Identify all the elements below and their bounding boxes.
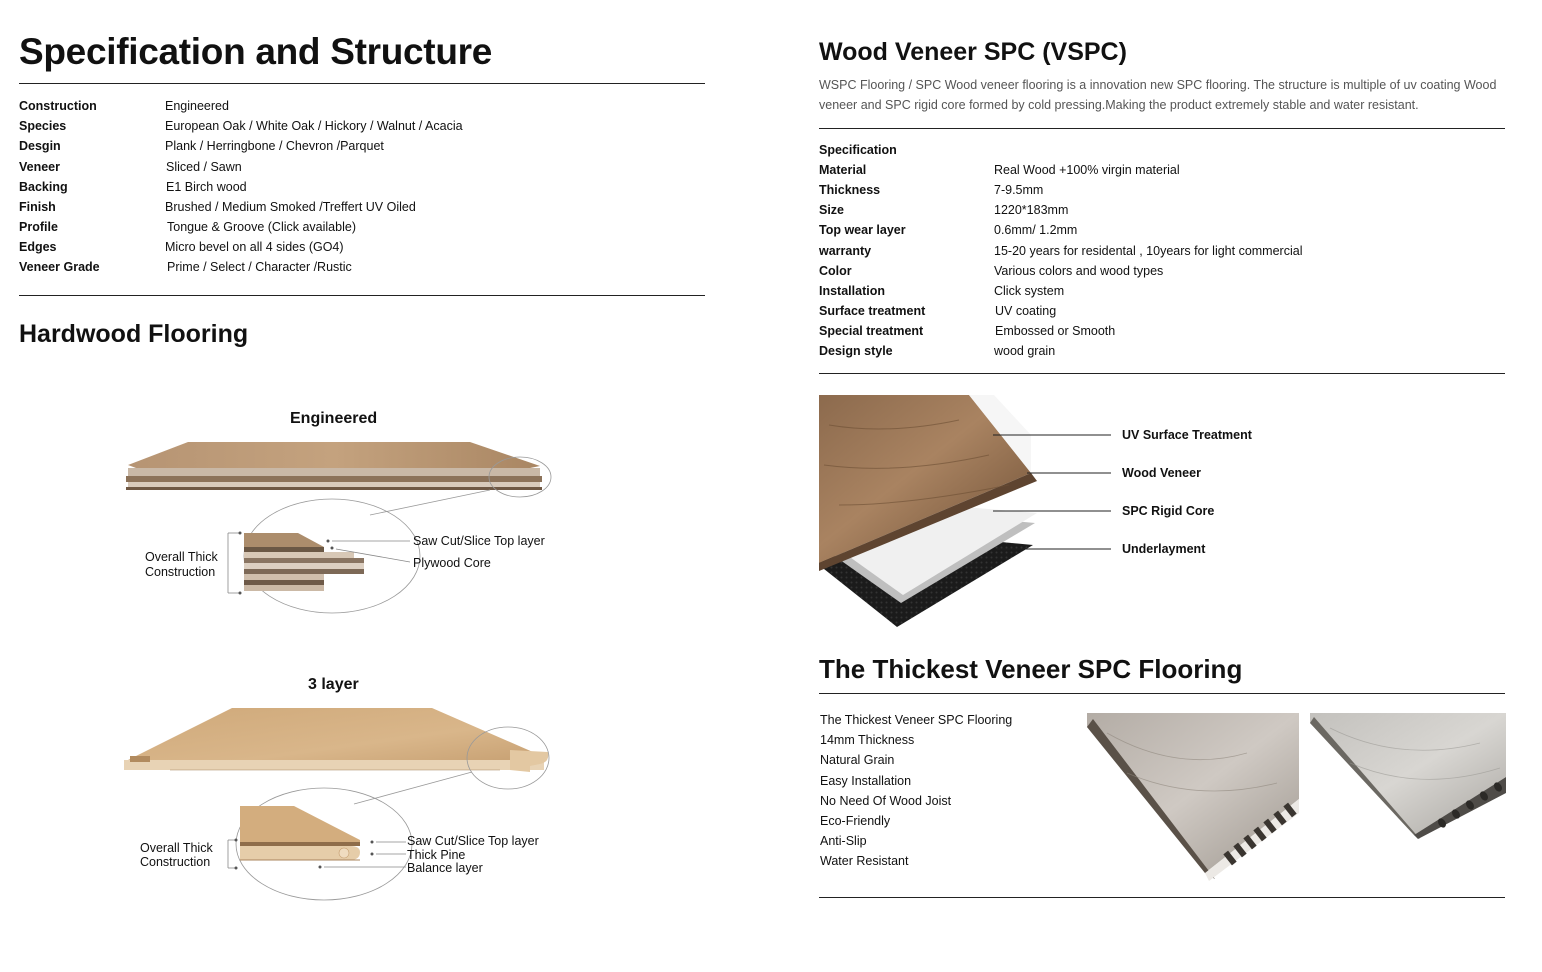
- spec-label: Finish: [19, 200, 56, 214]
- section-title: The Thickest Veneer SPC Flooring: [819, 654, 1243, 684]
- spec-value: UV coating: [995, 304, 1057, 318]
- spec-value: Tongue & Groove (Click available): [167, 220, 356, 234]
- spec-label: Profile: [19, 220, 58, 234]
- diagram-title: 3 layer: [308, 676, 359, 693]
- spec-label: Backing: [19, 180, 68, 194]
- product-image: [1087, 713, 1299, 881]
- divider: [19, 295, 705, 296]
- divider: [819, 373, 1505, 374]
- spec-value: 7-9.5mm: [994, 183, 1044, 197]
- divider: [19, 83, 705, 84]
- core-label: Plywood Core: [413, 556, 491, 570]
- description: WSPC Flooring / SPC Wood veneer flooring…: [819, 78, 1497, 112]
- feature-list: The Thickest Veneer SPC Flooring 14mm Th…: [820, 710, 1012, 872]
- divider: [819, 897, 1505, 898]
- layer-label: UV Surface Treatment: [1122, 428, 1252, 442]
- spec-label: Color: [819, 264, 852, 278]
- spec-value: Click system: [994, 284, 1065, 298]
- spec-value: Real Wood +100% virgin material: [994, 163, 1180, 177]
- spec-label: Size: [819, 203, 845, 217]
- pine-label: Thick Pine: [407, 848, 466, 862]
- spec-value: E1 Birch wood: [166, 180, 247, 194]
- spec-label: Special treatment: [819, 324, 924, 338]
- spec-label: Design style: [819, 344, 893, 358]
- spec-value: Plank / Herringbone / Chevron /Parquet: [165, 139, 384, 153]
- divider: [819, 693, 1505, 694]
- spec-value: Micro bevel on all 4 sides (GO4): [165, 240, 344, 254]
- section-title: Hardwood Flooring: [19, 320, 249, 348]
- spec-label: Material: [819, 163, 867, 177]
- construction-label: Construction: [140, 855, 211, 869]
- spec-value: 15-20 years for residental , 10years for…: [994, 244, 1303, 258]
- top-layer-label: Saw Cut/Slice Top layer: [413, 534, 545, 548]
- spec-label: Edges: [19, 240, 57, 254]
- spec-label: Veneer Grade: [19, 260, 100, 274]
- product-image: [1310, 713, 1506, 839]
- list-item: Water Resistant: [820, 854, 909, 869]
- spec-value: Engineered: [165, 99, 229, 113]
- spec-label: Surface treatment: [819, 304, 926, 318]
- list-item: Anti-Slip: [820, 834, 867, 849]
- spec-value: Prime / Select / Character /Rustic: [167, 260, 352, 274]
- spec-value: Brushed / Medium Smoked /Treffert UV Oil…: [165, 200, 416, 214]
- list-item: 14mm Thickness: [820, 733, 915, 748]
- list-item: Easy Installation: [820, 773, 912, 788]
- construction-label: Construction: [145, 565, 216, 579]
- spec-heading: Specification: [819, 143, 897, 157]
- three-layer-diagram: [124, 708, 550, 901]
- spec-value: wood grain: [994, 344, 1056, 358]
- diagram-title: Engineered: [290, 410, 378, 427]
- spec-label: Construction: [19, 99, 97, 113]
- spec-value: 1220*183mm: [994, 203, 1069, 217]
- layer-label: Underlayment: [1122, 542, 1206, 556]
- spec-label: Veneer: [19, 160, 61, 174]
- spec-label: warranty: [819, 244, 872, 258]
- spec-label: Thickness: [819, 183, 881, 197]
- layer-label: Wood Veneer: [1122, 466, 1201, 480]
- spec-label: Top wear layer: [819, 223, 906, 237]
- spec-value: Various colors and wood types: [994, 264, 1164, 278]
- section-title: Wood Veneer SPC (VSPC): [819, 38, 1127, 66]
- spec-value: Sliced / Sawn: [166, 160, 242, 174]
- divider: [819, 128, 1505, 129]
- list-item: Natural Grain: [820, 753, 895, 768]
- spec-label: Desgin: [19, 139, 61, 153]
- spec-label: Installation: [819, 284, 885, 298]
- overall-thick-label: Overall Thick: [145, 550, 218, 564]
- spec-value: European Oak / White Oak / Hickory / Wal…: [165, 119, 463, 133]
- list-item: No Need Of Wood Joist: [820, 793, 952, 808]
- page-title: Specification and Structure: [19, 31, 492, 72]
- top-layer-label: Saw Cut/Slice Top layer: [407, 834, 539, 848]
- spec-value: 0.6mm/ 1.2mm: [994, 223, 1078, 237]
- engineered-diagram: [126, 442, 552, 614]
- list-item: The Thickest Veneer SPC Flooring: [820, 713, 1013, 727]
- vspc-layers-illustration: [819, 395, 1111, 627]
- layer-label: SPC Rigid Core: [1122, 504, 1215, 518]
- list-item: Eco-Friendly: [820, 814, 891, 829]
- balance-label: Balance layer: [407, 861, 483, 875]
- overall-thick-label: Overall Thick: [140, 841, 213, 855]
- spec-value: Embossed or Smooth: [995, 324, 1116, 338]
- spec-label: Species: [19, 119, 67, 133]
